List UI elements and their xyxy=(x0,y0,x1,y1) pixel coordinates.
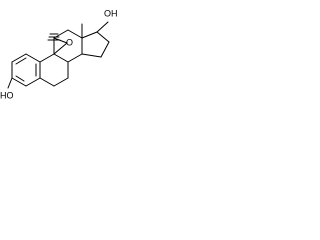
bond xyxy=(15,57,27,65)
bond xyxy=(11,77,27,87)
bond xyxy=(100,41,110,58)
molecule-diagram: HO OH O xyxy=(0,0,153,103)
bond xyxy=(53,37,68,44)
bond xyxy=(25,53,41,63)
bond xyxy=(39,77,55,87)
bond xyxy=(15,75,25,82)
bond xyxy=(53,53,69,63)
bond xyxy=(53,77,69,87)
bond xyxy=(81,53,102,58)
hydroxyl-label-left: HO xyxy=(0,90,14,100)
epoxide-group xyxy=(47,33,68,55)
steroid-epoxide-structure: HO OH O xyxy=(0,8,118,100)
bond xyxy=(11,53,27,63)
bond xyxy=(96,31,110,43)
c3-oh-bond xyxy=(7,77,13,89)
bond xyxy=(67,29,83,39)
bond xyxy=(25,77,41,87)
bond xyxy=(67,53,83,63)
ring-a xyxy=(11,53,41,87)
epoxide-oxygen-label: O xyxy=(66,37,73,47)
c17-oh-bond xyxy=(96,21,109,33)
bond xyxy=(53,42,68,55)
hydroxyl-label-top: OH xyxy=(104,8,118,18)
bond xyxy=(39,53,55,63)
ring-b xyxy=(39,53,69,87)
bond xyxy=(81,31,98,39)
ring-d xyxy=(81,31,110,58)
